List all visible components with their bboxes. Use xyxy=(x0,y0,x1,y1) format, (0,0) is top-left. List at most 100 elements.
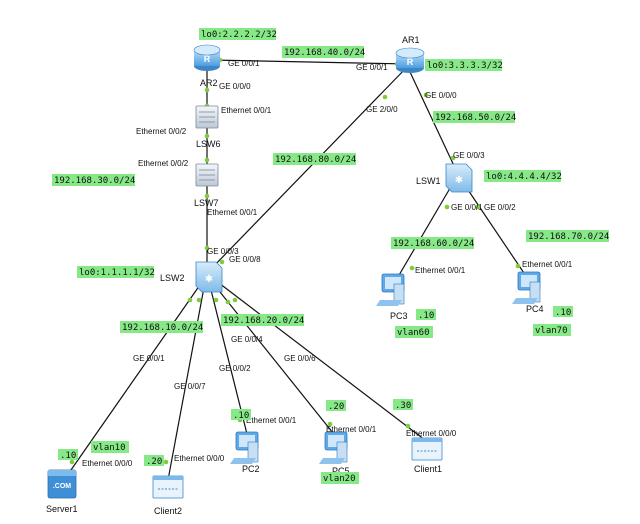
svg-text:192.168.80.0/24: 192.168.80.0/24 xyxy=(275,155,356,165)
device-label-client2: Client2 xyxy=(154,506,182,516)
device-label-client1: Client1 xyxy=(414,464,442,474)
router-icon: R xyxy=(407,57,414,67)
tag-client1-ip: .30 xyxy=(393,399,413,411)
port-label: GE 0/0/2 xyxy=(484,203,516,212)
link-lsw2-pc5 xyxy=(211,281,338,439)
tag-lsw1-loopback: lo0:4.4.4.4/32 xyxy=(484,170,562,182)
port-dot xyxy=(213,297,219,303)
port-dot xyxy=(515,263,521,269)
tag-ar1-loopback: lo0:3.3.3.3/32 xyxy=(425,59,503,71)
client-client2[interactable] xyxy=(152,475,184,499)
pc-pc4[interactable] xyxy=(512,271,541,304)
port-label: GE 0/0/0 xyxy=(425,91,457,100)
tag-pc4-ip: .10 xyxy=(553,306,573,318)
port-dot xyxy=(219,259,225,265)
port-label: GE 0/0/1 xyxy=(228,59,260,68)
svg-text:192.168.70.0/24: 192.168.70.0/24 xyxy=(528,232,609,242)
tag-net80: 192.168.80.0/24 xyxy=(273,153,356,165)
tag-vlan70: vlan70 xyxy=(533,324,571,336)
router-ar2[interactable]: R xyxy=(193,44,221,71)
router-icon: R xyxy=(204,54,211,64)
router-ar1[interactable]: R xyxy=(395,47,425,73)
tag-net60: 192.168.60.0/24 xyxy=(391,237,474,249)
switch-icon: ✱ xyxy=(455,175,463,186)
port-label: GE 0/0/0 xyxy=(219,82,251,91)
svg-text:lo0:4.4.4.4/32: lo0:4.4.4.4/32 xyxy=(486,172,562,182)
port-label: GE 0/0/3 xyxy=(453,151,485,160)
port-dot xyxy=(475,204,481,210)
device-label-lsw1: LSW1 xyxy=(416,176,441,186)
port-label: Ethernet 0/0/0 xyxy=(174,454,225,463)
server-logo: .COM xyxy=(53,483,71,490)
port-dot xyxy=(444,204,450,210)
svg-text:192.168.60.0/24: 192.168.60.0/24 xyxy=(393,239,474,249)
port-label: GE 0/0/1 xyxy=(133,354,165,363)
port-dot xyxy=(327,421,333,427)
port-label: GE 0/0/1 xyxy=(451,203,483,212)
tag-vlan10: vlan10 xyxy=(91,441,129,453)
client-client1[interactable] xyxy=(411,437,443,461)
link-lsw2-server1 xyxy=(63,281,203,481)
port-label: Ethernet 0/0/1 xyxy=(221,106,272,115)
svg-text:vlan10: vlan10 xyxy=(93,443,126,453)
port-label: Ethernet 0/0/2 xyxy=(138,159,189,168)
port-dot xyxy=(405,423,411,429)
port-dot xyxy=(204,193,210,199)
svg-text:vlan70: vlan70 xyxy=(535,326,568,336)
switch-lsw6[interactable] xyxy=(195,105,219,129)
port-label: Ethernet 0/0/1 xyxy=(415,266,466,275)
svg-text:.10: .10 xyxy=(233,411,249,421)
svg-text:.20: .20 xyxy=(328,402,344,412)
svg-text:.20: .20 xyxy=(146,457,162,467)
svg-text:192.168.30.0/24: 192.168.30.0/24 xyxy=(54,176,135,186)
device-label-pc2: PC2 xyxy=(242,464,260,474)
tag-net20: 192.168.20.0/24 xyxy=(221,314,304,326)
pc-pc3[interactable] xyxy=(376,273,405,306)
port-label: GE 0/0/6 xyxy=(284,354,316,363)
svg-text:192.168.20.0/24: 192.168.20.0/24 xyxy=(223,316,304,326)
svg-text:lo0:2.2.2.2/32: lo0:2.2.2.2/32 xyxy=(201,30,277,40)
device-label-lsw7: LSW7 xyxy=(194,198,219,208)
port-label: Ethernet 0/0/1 xyxy=(326,425,377,434)
tag-pc3-ip: .10 xyxy=(416,309,436,321)
port-label: Ethernet 0/0/0 xyxy=(406,429,457,438)
server-server1[interactable]: .COM xyxy=(47,469,77,499)
tag-pc5-ip: .20 xyxy=(326,400,346,412)
pc-pc2[interactable] xyxy=(230,431,259,464)
link-ar1-lsw2 xyxy=(209,65,409,271)
tag-net10: 192.168.10.0/24 xyxy=(120,321,203,333)
port-dot xyxy=(450,155,456,161)
switch-lsw7[interactable] xyxy=(195,163,219,187)
device-label-pc4: PC4 xyxy=(526,304,544,314)
tag-vlan60: vlan60 xyxy=(395,326,433,338)
port-dot xyxy=(69,459,75,465)
port-dot xyxy=(204,245,210,251)
svg-text:lo0:3.3.3.3/32: lo0:3.3.3.3/32 xyxy=(427,61,503,71)
svg-text:.10: .10 xyxy=(418,311,434,321)
switch-lsw1[interactable]: ✱ xyxy=(445,163,473,193)
switch-icon: ✱ xyxy=(205,274,213,285)
switch-lsw2[interactable]: ✱ xyxy=(195,261,223,293)
device-label-server1: Server1 xyxy=(46,504,78,514)
port-label: GE 0/0/4 xyxy=(231,335,263,344)
svg-text:.10: .10 xyxy=(60,451,76,461)
svg-text:.30: .30 xyxy=(395,401,411,411)
tag-net30: 192.168.30.0/24 xyxy=(52,174,135,186)
port-dot xyxy=(204,87,210,93)
port-label: GE 0/0/2 xyxy=(219,364,251,373)
svg-text:vlan20: vlan20 xyxy=(323,474,356,484)
device-label-pc3: PC3 xyxy=(390,311,408,321)
link-lsw1-pc3 xyxy=(394,177,457,283)
port-label: GE 0/0/3 xyxy=(207,247,239,256)
svg-text:192.168.50.0/24: 192.168.50.0/24 xyxy=(435,113,516,123)
svg-text:.10: .10 xyxy=(555,308,571,318)
port-dot xyxy=(163,459,169,465)
port-dot xyxy=(204,133,210,139)
port-label: Ethernet 0/0/1 xyxy=(246,416,297,425)
port-dot xyxy=(196,297,202,303)
tag-lsw2-loopback: lo0:1.1.1.1/32 xyxy=(77,266,155,278)
tag-ar2-loopback: lo0:2.2.2.2/32 xyxy=(199,28,277,40)
port-label: GE 2/0/0 xyxy=(366,105,398,114)
pc-pc5[interactable] xyxy=(319,431,348,464)
